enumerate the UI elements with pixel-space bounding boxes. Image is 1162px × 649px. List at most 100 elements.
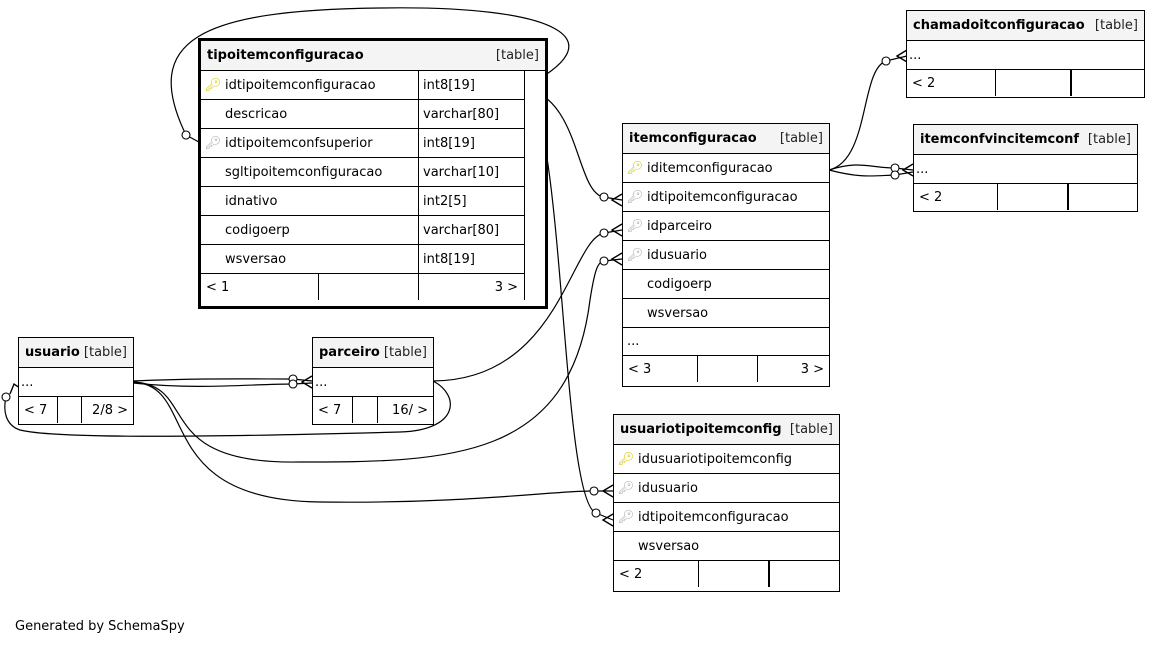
table-footer: < 2 (614, 561, 839, 587)
column-row: ... (623, 328, 829, 356)
rel-itemconf-chamado (828, 55, 908, 171)
column-row: codigoerp varchar[80] (201, 216, 524, 245)
more-columns: ... (916, 161, 929, 177)
column-type: varchar[10] (418, 158, 524, 186)
column-type: int8[19] (418, 71, 524, 99)
table-footer: < 3 3 > (623, 356, 829, 382)
rel-usuario-usuariotipo (132, 381, 613, 503)
rel-tipoitem-self (170, 7, 570, 136)
column-name: wsversao (225, 251, 287, 267)
column-row: sgltipoitemconfiguracao varchar[10] (201, 158, 524, 187)
column-name: idusuariotipoitemconfig (638, 451, 793, 467)
column-name: iditemconfiguracao (647, 160, 773, 176)
rel-itemconf-vinc-1 (828, 164, 914, 171)
parents-count[interactable]: < 2 (907, 70, 996, 96)
table-name: chamadoitconfiguracao (913, 18, 1085, 33)
table-name: tipoitemconfiguracao (207, 48, 364, 63)
table-parceiro[interactable]: parceiro [table] ... < 7 16/ > (312, 337, 434, 425)
column-row: wsversao (623, 299, 829, 328)
table-header: chamadoitconfiguracao [table] (907, 11, 1144, 41)
rel-usuario-itemconf (132, 258, 623, 463)
table-type: [table] (83, 345, 127, 360)
key-icon: 🔑︎ (617, 509, 635, 525)
column-type: int8[19] (418, 129, 524, 157)
column-row: ... (19, 368, 133, 397)
column-type: varchar[80] (418, 216, 524, 244)
parents-count[interactable]: < 3 (623, 356, 698, 382)
key-icon: 🔑︎ (626, 189, 644, 205)
key-icon: 🔑︎ (617, 480, 635, 496)
column-row: codigoerp (623, 270, 829, 299)
column-name: idtipoitemconfiguracao (225, 77, 376, 93)
children-count[interactable]: 2/8 > (92, 402, 128, 418)
column-row: 🔑︎ idusuariotipoitemconfig (614, 445, 839, 474)
parents-count[interactable]: < 2 (914, 184, 998, 210)
table-type: [table] (1094, 18, 1138, 33)
parents-count[interactable]: < 7 (19, 397, 58, 423)
column-row: 🔑︎ idtipoitemconfiguracao (623, 183, 829, 212)
table-usuariotipoitemconfig[interactable]: usuariotipoitemconfig [table] 🔑︎ idusuar… (613, 414, 840, 592)
children-count[interactable]: 3 > (494, 279, 518, 295)
table-type: [table] (789, 422, 833, 437)
key-icon: 🔑︎ (204, 135, 222, 151)
column-row: ... (313, 368, 433, 397)
table-name: itemconfiguracao (629, 131, 757, 146)
key-icon: 🔑︎ (617, 451, 635, 467)
column-row: ... (914, 155, 1137, 184)
column-name: idtipoitemconfsuperior (225, 135, 373, 151)
children-count[interactable] (769, 561, 839, 587)
generated-by-caption: Generated by SchemaSpy (15, 619, 185, 634)
table-header: tipoitemconfiguracao [table] (201, 41, 545, 71)
rows-count (996, 70, 1071, 96)
rows-count (699, 561, 769, 587)
table-name: parceiro (319, 345, 380, 360)
table-type: [table] (1087, 132, 1131, 147)
column-name: codigoerp (225, 222, 290, 238)
table-header: itemconfvincitemconf [table] (914, 125, 1137, 155)
column-row: 🔑︎ idtipoitemconfiguracao int8[19] (201, 71, 524, 100)
table-tipoitemconfiguracao[interactable]: tipoitemconfiguracao [table] 🔑︎ idtipoit… (198, 38, 548, 309)
children-count[interactable] (1071, 70, 1144, 96)
key-icon: 🔑︎ (626, 247, 644, 263)
table-itemconfvincitemconf[interactable]: itemconfvincitemconf [table] ... < 2 (913, 124, 1138, 212)
column-row: 🔑︎ idtipoitemconfsuperior int8[19] (201, 129, 524, 158)
table-header: usuario [table] (19, 338, 133, 368)
table-footer: < 2 (914, 184, 1137, 210)
table-name: usuariotipoitemconfig (620, 422, 782, 437)
column-row: idnativo int2[5] (201, 187, 524, 216)
rows-count (998, 184, 1068, 210)
column-type: varchar[80] (418, 100, 524, 128)
children-count[interactable]: 3 > (800, 361, 824, 377)
table-header: parceiro [table] (313, 338, 433, 368)
column-row: 🔑︎ idparceiro (623, 212, 829, 241)
table-name: usuario (25, 345, 80, 360)
table-type: [table] (779, 131, 823, 146)
children-count[interactable]: 16/ > (392, 402, 428, 418)
column-row: ... (907, 41, 1144, 70)
column-name: idnativo (225, 193, 278, 209)
parents-count[interactable]: < 1 (201, 274, 319, 300)
key-icon: 🔑︎ (626, 218, 644, 234)
table-header: usuariotipoitemconfig [table] (614, 415, 839, 445)
rows-count (58, 397, 82, 423)
table-itemconfiguracao[interactable]: itemconfiguracao [table] 🔑︎ iditemconfig… (622, 123, 830, 387)
column-type: int2[5] (418, 187, 524, 215)
rel-usuario-parceiro-1 (132, 378, 313, 382)
column-name: wsversao (638, 538, 700, 554)
column-type: int8[19] (418, 245, 524, 273)
column-name: idusuario (647, 247, 707, 263)
table-chamadoitconfiguracao[interactable]: chamadoitconfiguracao [table] ... < 2 (906, 10, 1145, 98)
parents-count[interactable]: < 2 (614, 561, 699, 587)
column-name: wsversao (647, 305, 709, 321)
table-usuario[interactable]: usuario [table] ... < 7 2/8 > (18, 337, 134, 425)
key-icon: 🔑︎ (626, 160, 644, 176)
table-header: itemconfiguracao [table] (623, 124, 829, 154)
parents-count[interactable]: < 7 (313, 397, 353, 423)
column-name: sgltipoitemconfiguracao (225, 164, 383, 180)
table-footer: < 7 2/8 > (19, 397, 133, 423)
table-footer: < 1 3 > (201, 274, 524, 300)
column-row: wsversao int8[19] (201, 245, 524, 274)
children-count[interactable] (1068, 184, 1137, 210)
table-footer: < 2 (907, 70, 1144, 96)
column-name: idtipoitemconfiguracao (638, 509, 789, 525)
